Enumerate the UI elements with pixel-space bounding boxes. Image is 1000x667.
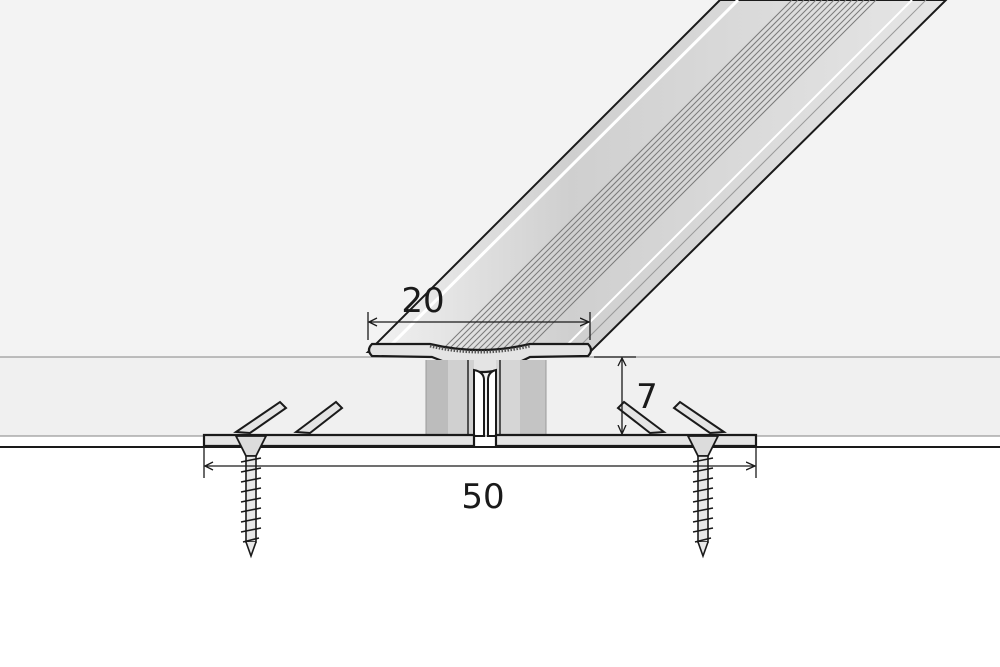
dimension-label-base-width: 50 xyxy=(461,477,504,517)
dimension-top-width: 20 xyxy=(367,281,591,340)
subfloor-lower xyxy=(0,448,1000,667)
dimension-label-top-width: 20 xyxy=(401,281,444,321)
dimension-height: 7 xyxy=(594,356,658,434)
screw-left xyxy=(234,435,268,559)
dimension-label-height: 7 xyxy=(636,377,658,417)
profile-stem xyxy=(425,360,547,437)
screw-right xyxy=(686,435,720,559)
diagonal-top-strip xyxy=(365,0,948,354)
dimension-base-width: 50 xyxy=(203,448,757,517)
